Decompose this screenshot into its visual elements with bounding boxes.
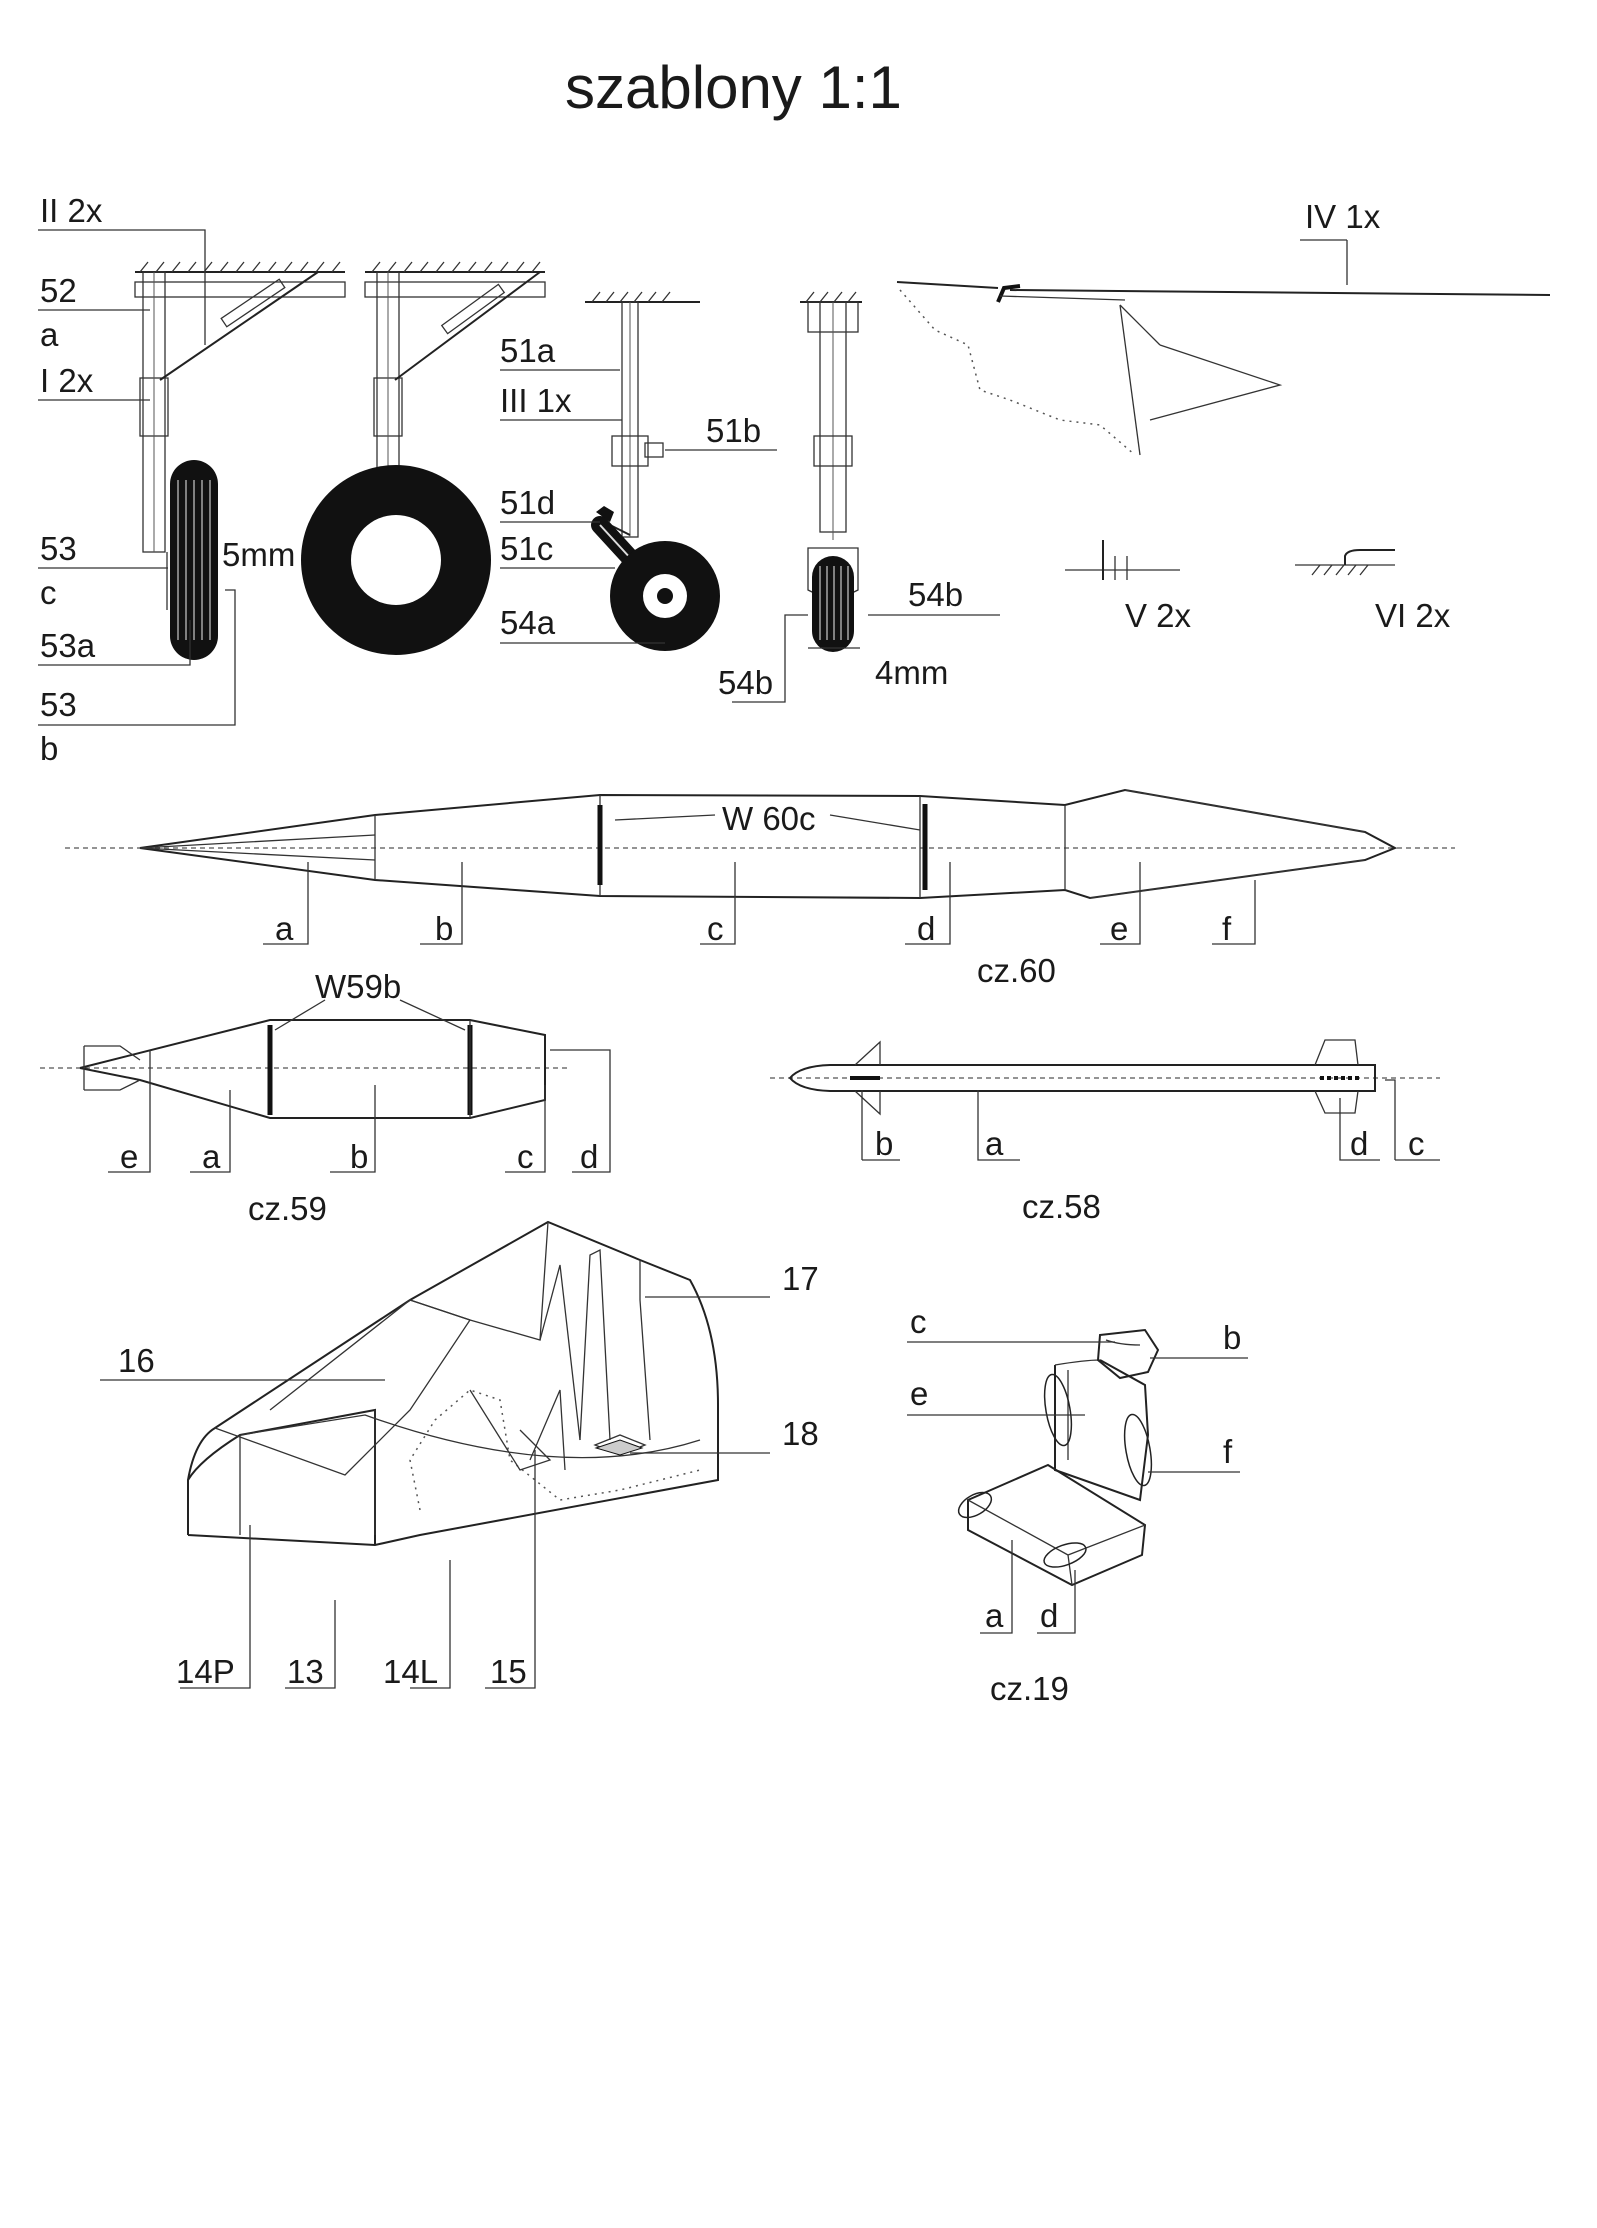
nose-gear-front-view <box>800 291 862 652</box>
label-iii-1x: III 1x <box>500 382 572 419</box>
label-vi-2x: VI 2x <box>1375 597 1451 634</box>
cockpit-number-18: 18 <box>782 1415 819 1452</box>
label-51b: 51b <box>706 412 761 449</box>
label-5mm: 5mm <box>222 536 295 573</box>
part-58-letter-d: d <box>1350 1125 1368 1162</box>
part-58-caption: cz.58 <box>1022 1188 1101 1225</box>
gear-leader-lines <box>38 229 1348 726</box>
part-60-callout: W 60c <box>722 800 816 837</box>
part-19-leaders <box>907 1341 1248 1634</box>
label-53: 53 <box>40 530 77 567</box>
part-60-letter-b: b <box>435 910 453 947</box>
part-58-leaders <box>861 1079 1440 1161</box>
part-19-seat-drawing <box>957 1328 1160 1587</box>
part-19-letter-e: e <box>910 1375 928 1412</box>
part-59-leaders <box>108 999 611 1173</box>
part-59-letter-d: d <box>580 1138 598 1175</box>
part-60-letter-a: a <box>275 910 294 947</box>
label-51d: 51d <box>500 484 555 521</box>
label-53-b-letter: b <box>40 730 58 767</box>
cockpit-number-14l: 14L <box>383 1653 438 1690</box>
cockpit-number-14p: 14P <box>176 1653 235 1690</box>
label-53-c: c <box>40 574 57 611</box>
part-60-letter-e: e <box>1110 910 1128 947</box>
label-51c: 51c <box>500 530 553 567</box>
part-19-letter-b: b <box>1223 1319 1241 1356</box>
part-60-drawing <box>65 788 1455 900</box>
cockpit-assembly-drawing <box>187 1220 719 1547</box>
label-iv-1x: IV 1x <box>1305 198 1381 235</box>
part-59-letter-c: c <box>517 1138 534 1175</box>
cockpit-number-16: 16 <box>118 1342 155 1379</box>
part-59-letter-a: a <box>202 1138 221 1175</box>
part-19-caption: cz.19 <box>990 1670 1069 1707</box>
label-52: 52 <box>40 272 77 309</box>
antenna-template-iv <box>896 281 1551 456</box>
part-19-letter-c: c <box>910 1303 927 1340</box>
part-58-drawing <box>770 1039 1440 1116</box>
label-i-2x: I 2x <box>40 362 94 399</box>
cockpit-number-15: 15 <box>490 1653 527 1690</box>
template-vi <box>1295 549 1395 576</box>
label-4mm: 4mm <box>875 654 948 691</box>
part-60-letter-c: c <box>707 910 724 947</box>
part-60-leaders <box>263 814 1256 945</box>
template-v <box>1065 540 1180 580</box>
cockpit-number-13: 13 <box>287 1653 324 1690</box>
part-58-letter-a: a <box>985 1125 1004 1162</box>
part-60-letter-f: f <box>1222 910 1232 947</box>
cockpit-number-17: 17 <box>782 1260 819 1297</box>
part-58-letter-b: b <box>875 1125 893 1162</box>
label-54b-top: 54b <box>908 576 963 613</box>
part-19-letter-f: f <box>1223 1433 1233 1470</box>
nose-gear-side-view <box>585 291 720 651</box>
part-59-letter-e: e <box>120 1138 138 1175</box>
part-59-letter-b: b <box>350 1138 368 1175</box>
label-51a: 51a <box>500 332 556 369</box>
cockpit-leaders <box>100 1296 770 1689</box>
sheet-title: szablony 1:1 <box>565 54 902 121</box>
main-gear-side-view <box>134 261 346 660</box>
label-54b-bottom: 54b <box>718 664 773 701</box>
label-ii-2x: II 2x <box>40 192 103 229</box>
part-19-letter-d: d <box>1040 1597 1058 1634</box>
main-gear-front-view <box>301 261 546 655</box>
part-19-letter-a: a <box>985 1597 1004 1634</box>
part-60-letter-d: d <box>917 910 935 947</box>
part-59-drawing <box>40 1019 570 1119</box>
part-59-caption: cz.59 <box>248 1190 327 1227</box>
label-v-2x: V 2x <box>1125 597 1192 634</box>
label-53-b-num: 53 <box>40 686 77 723</box>
label-53a: 53a <box>40 627 96 664</box>
part-59-callout: W59b <box>315 968 401 1005</box>
label-54a: 54a <box>500 604 556 641</box>
label-52-a: a <box>40 316 59 353</box>
part-60-caption: cz.60 <box>977 952 1056 989</box>
part-58-letter-c: c <box>1408 1125 1425 1162</box>
